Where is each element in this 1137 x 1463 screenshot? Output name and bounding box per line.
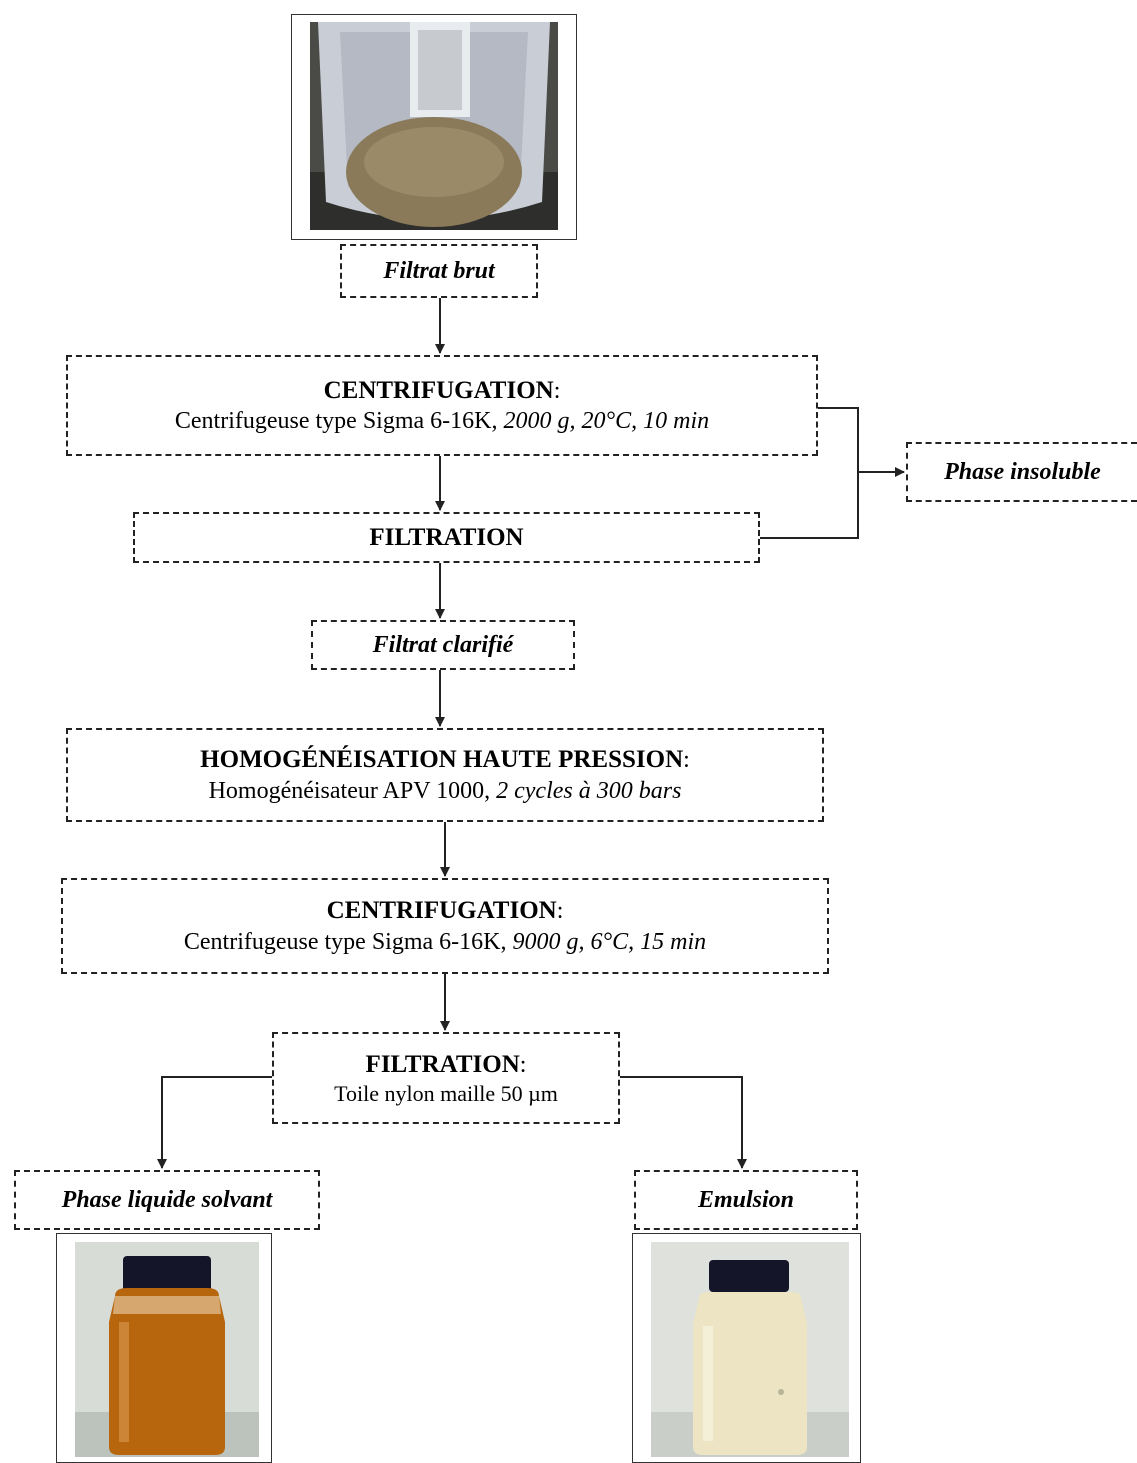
centrifugation-2-params: 9000 g, 6°C, 15 min <box>512 928 707 955</box>
centrifugation-1-title-line: CENTRIFUGATION: <box>324 375 561 406</box>
filtrat-clarifie-label: Filtrat clarifié <box>372 632 514 658</box>
centrifugation-2-title: CENTRIFUGATION <box>326 897 557 925</box>
centrifugation-1-colon: : <box>553 377 561 404</box>
centrifugation-2-colon: : <box>556 898 564 925</box>
centrifugation-1-details: Centrifugeuse type Sigma 6-16K, 2000 g, … <box>175 406 709 436</box>
filtration-2-title-line: FILTRATION: <box>366 1049 527 1080</box>
node-centrifugation-2: CENTRIFUGATION: Centrifugeuse type Sigma… <box>61 878 829 974</box>
filtrat-brut-label: Filtrat brut <box>383 258 495 284</box>
emulsion-label: Emulsion <box>697 1187 795 1213</box>
phase-liquide-solvant-label: Phase liquide solvant <box>61 1187 273 1213</box>
homogeneisation-device: Homogénéisateur APV 1000, <box>208 777 491 804</box>
phase-insoluble-label: Phase insoluble <box>944 459 1101 485</box>
node-filtrat-clarifie: Filtrat clarifié <box>311 620 575 670</box>
centrifugation-2-details: Centrifugeuse type Sigma 6-16K, 9000 g, … <box>184 927 706 957</box>
node-phase-insoluble: Phase insoluble <box>906 442 1137 502</box>
centrifugation-1-device: Centrifugeuse type Sigma 6-16K, <box>174 408 498 435</box>
filtration-2-colon: : <box>519 1051 527 1078</box>
centrifugation-2-title-line: CENTRIFUGATION: <box>327 895 564 926</box>
node-homogeneisation: HOMOGÉNÉISATION HAUTE PRESSION: Homogéné… <box>66 728 824 822</box>
node-filtration-2: FILTRATION: Toile nylon maille 50 µm <box>272 1032 620 1124</box>
homogeneisation-details: Homogénéisateur APV 1000, 2 cycles à 300… <box>209 776 682 806</box>
node-filtrat-brut: Filtrat brut <box>340 244 538 298</box>
arrow-to-phase-liquide <box>157 1076 272 1169</box>
filtration-2-title: FILTRATION <box>365 1050 520 1078</box>
node-emulsion: Emulsion <box>634 1170 858 1230</box>
homogeneisation-params: 2 cycles à 300 bars <box>496 777 682 804</box>
centrifugation-1-title: CENTRIFUGATION <box>323 376 554 404</box>
homogeneisation-title: HOMOGÉNÉISATION HAUTE PRESSION <box>200 746 684 774</box>
photo-solvent-jar <box>56 1233 272 1463</box>
photo-crude-filtrate <box>291 14 577 240</box>
photo-emulsion-jar <box>632 1233 861 1463</box>
arrow-to-emulsion <box>620 1076 747 1169</box>
node-centrifugation-1: CENTRIFUGATION: Centrifugeuse type Sigma… <box>66 355 818 456</box>
node-filtration-1: FILTRATION <box>133 512 760 563</box>
filtration-1-title: FILTRATION <box>369 523 524 551</box>
centrifugation-2-device: Centrifugeuse type Sigma 6-16K, <box>183 928 507 955</box>
homogeneisation-title-line: HOMOGÉNÉISATION HAUTE PRESSION: <box>200 744 690 775</box>
node-phase-liquide-solvant: Phase liquide solvant <box>14 1170 320 1230</box>
homogeneisation-colon: : <box>683 747 690 774</box>
centrifugation-1-params: 2000 g, 20°C, 10 min <box>503 408 710 435</box>
filtration-2-detail: Toile nylon maille 50 µm <box>334 1080 558 1106</box>
